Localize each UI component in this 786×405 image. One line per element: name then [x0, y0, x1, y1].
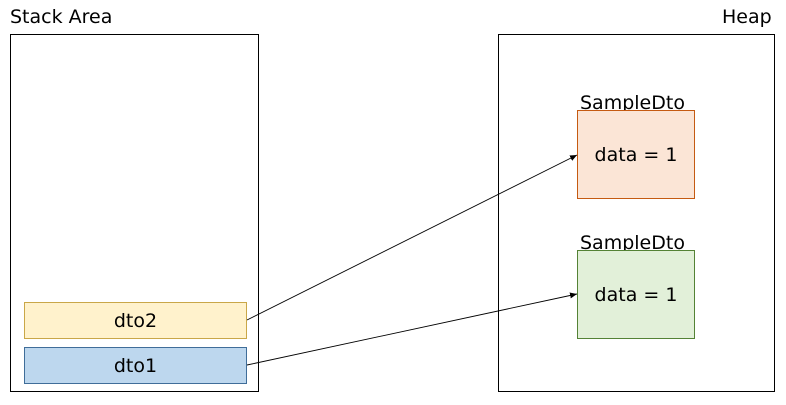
heap-object-type-label: SampleDto [580, 92, 685, 114]
stack-var-label: dto1 [113, 354, 158, 377]
heap-object-content: data = 1 [594, 283, 678, 306]
heap-title: Heap [722, 6, 772, 28]
heap-object-sampledto-1: data = 1 [577, 110, 695, 199]
stack-var-dto1: dto1 [24, 347, 247, 384]
heap-object-type-label: SampleDto [580, 232, 685, 254]
stack-var-label: dto2 [113, 309, 158, 332]
heap-object-sampledto-2: data = 1 [577, 250, 695, 339]
stack-area-title: Stack Area [10, 6, 113, 28]
heap-object-content: data = 1 [594, 143, 678, 166]
stack-var-dto2: dto2 [24, 302, 247, 339]
